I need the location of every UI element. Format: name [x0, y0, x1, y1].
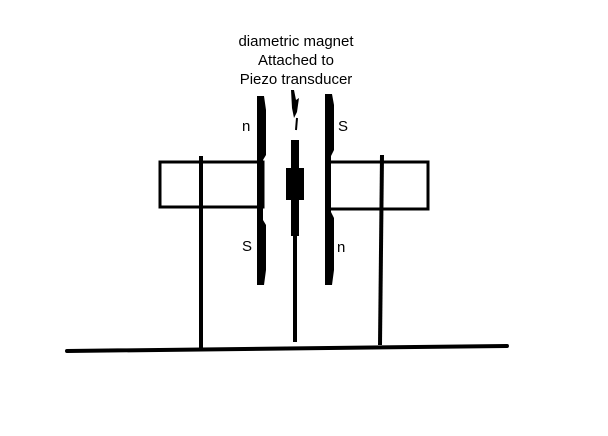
left-bottom-pole-label: S [242, 238, 253, 255]
right-support-post [378, 154, 384, 346]
piezo-block [286, 168, 304, 200]
right-frame-box [327, 160, 430, 211]
caption-line-1: diametric magnet [238, 33, 354, 50]
left-top-pole-label: n [242, 118, 251, 135]
left-frame-box [158, 160, 265, 209]
piezo-tip [291, 90, 299, 118]
right-magnet-plate [325, 94, 334, 285]
caption-line-3: Piezo transducer [239, 71, 353, 88]
right-top-pole-label: S [338, 118, 349, 135]
piezo-upper-segment [291, 140, 299, 168]
piezo-lower-segment [291, 198, 299, 236]
ground-line [65, 344, 509, 353]
piezo-lead [295, 117, 298, 131]
right-bottom-pole-label: n [337, 239, 346, 256]
left-magnet-plate [257, 96, 266, 285]
caption-line-2: Attached to [258, 52, 334, 69]
